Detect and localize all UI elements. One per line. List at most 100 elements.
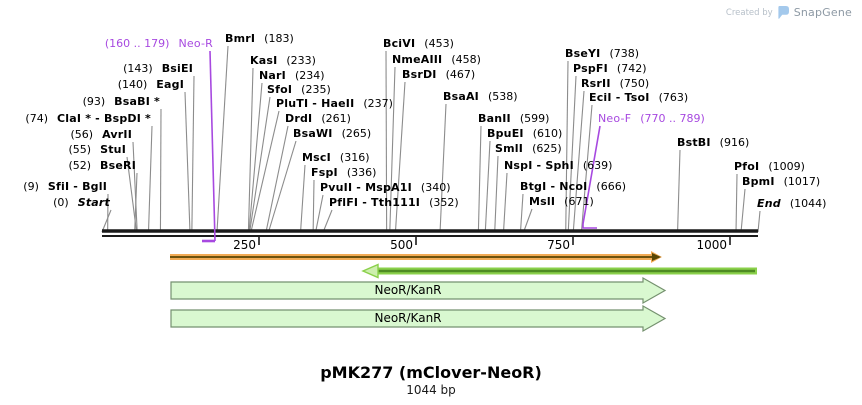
site-leader-avrii [132,141,138,233]
site-label-bcivi: BciVI(453) [383,38,454,50]
site-leader-bsawi [267,140,297,233]
site-position: (183) [264,32,294,45]
enzyme-name: PfoI [734,160,760,173]
site-position: (316) [339,151,370,164]
site-position: (160 .. 179) [104,37,170,50]
site-leader-pflfi-tth111i [322,209,333,233]
site-label-nmeaiii: NmeAIII(458) [392,54,481,66]
site-label-pfoi: PfoI (1009) [734,161,805,173]
enzyme-name: BsaAI [443,90,479,103]
site-leader-clai-bspdi [147,125,153,233]
site-position: (1044) [789,197,827,210]
site-label-btgi-ncoi: BtgI - NcoI(666) [520,181,626,193]
site-label-bseri: (52)BseRI [68,160,136,172]
site-leader-pfoi [735,173,738,233]
site-leader-bsaai [439,103,447,233]
site-position: (9) [23,180,39,193]
site-position: (52) [68,159,92,172]
site-leader-end [757,210,761,233]
enzyme-name: BsaBI * [114,95,160,108]
site-leader-rsrii [572,90,585,233]
enzyme-name: BstBI [677,136,711,149]
site-position: (625) [532,142,562,155]
site-position: (610) [532,127,563,140]
site-label-avrii: (56)AvrII [71,129,133,141]
feature-label-neor-kanr: NeoR/KanR [374,283,442,297]
enzyme-name: BmrI [225,32,256,45]
enzyme-name: SfoI [267,83,293,96]
feature-arrow-neor-kanr-1 [170,276,667,305]
enzyme-name: MscI [302,151,331,164]
site-position: (74) [25,112,49,125]
site-label-bseyi: BseYI (738) [565,48,639,60]
site-label-bsaai: BsaAI(538) [443,91,518,103]
site-position: (235) [301,83,331,96]
site-position: (1009) [768,160,805,173]
site-leader-start [101,209,112,233]
enzyme-name: KasI [250,54,278,67]
site-label-pluti-haeii: PluTI - HaeII(237) [276,98,393,110]
site-label-drdi: DrdI(261) [285,113,351,125]
enzyme-name: PspFI [573,62,608,75]
site-position: (340) [420,181,451,194]
axis-tick-label-250: 250 [233,238,256,252]
enzyme-name: BseYI [565,47,601,60]
enzyme-name: ClaI * - BspDI * [57,112,151,125]
site-position: (742) [616,62,647,75]
enzyme-name: NarI [259,69,286,82]
orf-reverse-arrowhead [361,263,379,279]
site-position: (234) [294,69,325,82]
site-position: (763) [658,91,689,104]
primer-leader-neo-f [582,125,601,229]
site-label-sfoi: SfoI (235) [267,84,331,96]
site-position: (336) [346,166,377,179]
credit-brand: SnapGene [793,6,852,19]
site-leader-nari [248,82,263,233]
enzyme-name: BanII [478,112,511,125]
site-label-end: End(1044) [757,198,826,210]
site-label-start: (0)Start [53,197,110,209]
feature-arrow-neor-kanr-2 [170,304,667,333]
site-position: (1017) [783,175,821,188]
site-leader-pspfi [567,75,577,233]
axis-tick-label-500: 500 [390,238,413,252]
site-label-bsiei: (143)BsiEI [123,63,193,75]
enzyme-name: EagI [156,78,184,91]
enzyme-name: PluTI - HaeII [276,97,355,110]
plasmid-title: pMK277 (mClover-NeoR) [320,363,542,382]
site-leader-bseyi [565,60,569,233]
site-leader-bpmi [740,188,746,233]
site-label-smli: SmlI (625) [495,143,562,155]
site-leader-pluti-haeii [250,110,280,233]
site-leader-msli [523,208,533,233]
site-position: (233) [286,54,316,67]
site-position: (916) [719,136,750,149]
site-position: (453) [424,37,454,50]
site-label-bpmi: BpmI(1017) [742,176,820,188]
axis-tick-label-1000: 1000 [696,238,727,252]
enzyme-name: NmeAIII [392,53,443,66]
site-position: (265) [341,127,372,140]
enzyme-name: DrdI [285,112,313,125]
enzyme-name: BpuEI [487,127,524,140]
enzyme-name: SmlI [495,142,524,155]
site-leader-bpuei [484,140,491,233]
enzyme-name: BsiEI [161,62,193,75]
enzyme-name: Neo-R [178,37,213,50]
site-leader-pvuii-mspa1i [315,194,324,233]
site-leader-eagi [184,91,191,233]
site-position: (639) [582,159,613,172]
site-leader-kasi [247,67,254,233]
enzyme-name: MslI [529,195,556,208]
enzyme-name: PflFI - Tth111I [329,196,421,209]
site-label-pflfi-tth111i: PflFI - Tth111I(352) [329,197,459,209]
site-position: (666) [596,180,627,193]
enzyme-name: Start [77,196,110,209]
site-position: (738) [609,47,640,60]
site-leader-fspi [312,179,315,233]
site-position: (467) [445,68,476,81]
site-label-msci: MscI (316) [302,152,370,164]
